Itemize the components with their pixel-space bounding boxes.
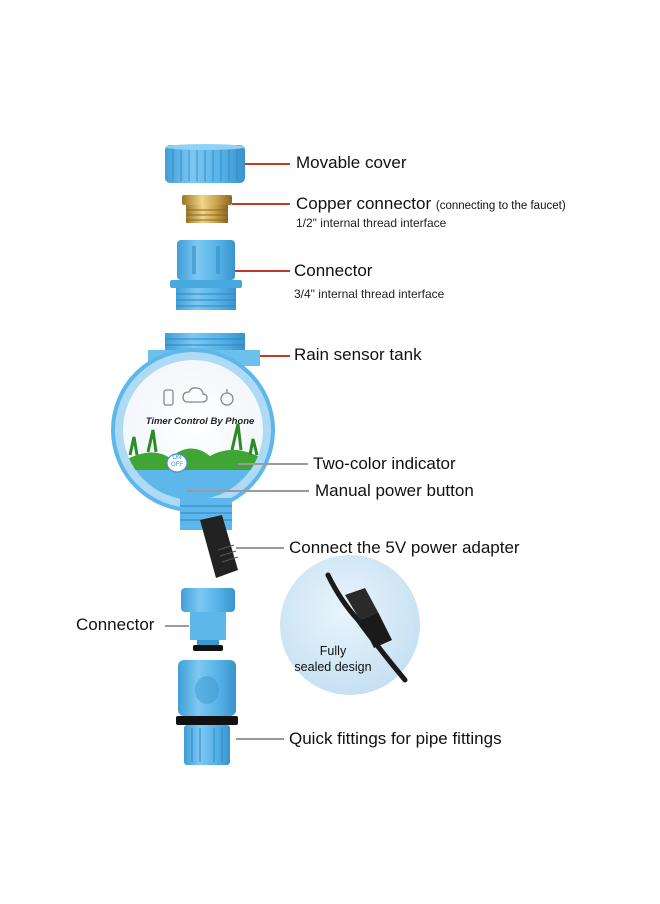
callout-line-2: sealed design [294,660,372,674]
label-copper-connector-note: (connecting to the faucet) [435,200,566,212]
dial-icons [163,387,234,406]
timer-body [111,333,275,512]
button-text-on: ON [172,455,182,461]
connector-bottom-part [181,588,235,651]
leader-quick-fittings [236,738,284,740]
leader-power-adapter [236,547,284,549]
copper-connector-part [182,195,232,223]
label-connector-left: Connector [76,615,155,634]
button-text: ON OFF [167,455,187,469]
label-two-color-indicator: Two-color indicator [313,454,456,473]
leader-movable-cover [245,163,290,165]
sealed-design-callout [280,555,420,695]
movable-cover-part [165,144,245,183]
label-rain-sensor-tank: Rain sensor tank [294,345,422,364]
label-copper-connector-sub: 1/2" internal thread interface [296,216,447,230]
label-connector-top: Connector [294,261,373,280]
leader-connector-top [235,270,290,272]
leader-copper-connector [232,203,290,205]
button-text-off: OFF [171,462,183,468]
connector-top-part [170,240,242,310]
label-copper-connector-main: Copper connector [296,194,432,213]
manual-power-button[interactable] [166,453,188,473]
label-copper-connector: Copper connector (connecting to the fauc… [296,194,566,214]
dial-title: Timer Control By Phone [145,416,255,427]
leader-manual-button [187,490,309,492]
leader-connector-left [165,625,189,627]
label-movable-cover: Movable cover [296,153,407,172]
label-connector-top-sub: 3/4" internal thread interface [294,287,445,301]
label-manual-power-button: Manual power button [315,481,474,500]
quick-fitting-part [176,660,238,765]
power-cable-plug [200,515,239,578]
callout-text: Fully sealed design [288,643,378,675]
label-quick-fittings: Quick fittings for pipe fittings [289,729,502,748]
label-power-adapter: Connect the 5V power adapter [289,538,520,557]
callout-line-1: Fully [319,644,347,658]
leader-rain-sensor [260,355,290,357]
leader-two-color-indicator [238,463,308,465]
